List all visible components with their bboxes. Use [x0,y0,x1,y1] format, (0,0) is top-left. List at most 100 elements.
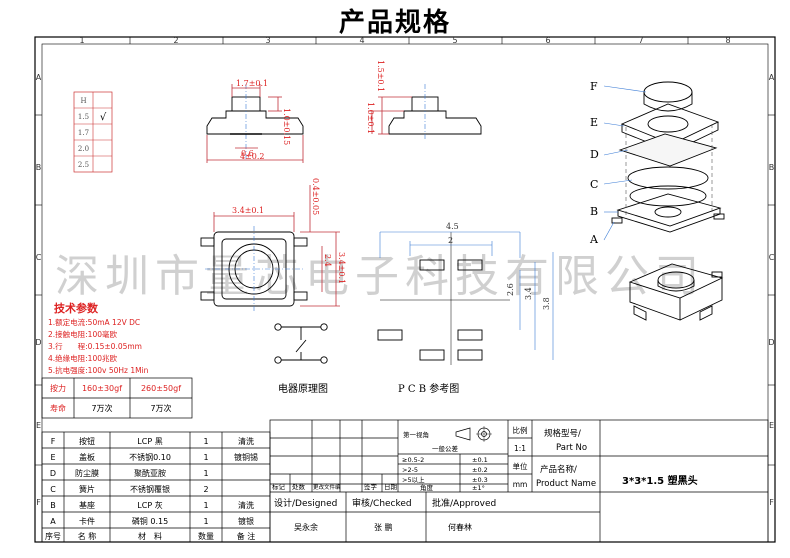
bom-mat: 聚酰亚胺 [134,468,166,478]
height-cell: 1.5 [78,113,89,121]
designer: 吴永余 [294,522,318,532]
page-title: 产品规格 [338,8,451,38]
part-letter: D [590,148,599,161]
row-label: E [769,421,774,430]
checked-label: 审核/Checked [352,497,412,509]
bom-header-note: 备 注 [237,531,256,541]
life-label: 寿命 [50,403,66,413]
unit-value: mm [513,480,528,489]
bom-qty: 2 [203,485,208,494]
schematic-caption: 电器原理图 [278,382,328,395]
bom-name: 盖板 [79,452,95,462]
bom-qty: 1 [203,453,208,462]
part-no-label-en: Part No [556,443,587,453]
rev-header: 处数 [292,482,306,491]
row-label: B [769,163,775,172]
product-name-label: 产品名称/ [540,464,577,475]
col-label: 2 [173,36,178,45]
rev-header: 标记 [272,482,286,491]
tech-line: 3.行 程:0.15±0.05mm [48,341,142,351]
checker: 张 鹏 [374,522,393,532]
row-label: B [36,163,42,172]
bom-mat: LCP 灰 [137,500,162,510]
dim-base-sub: 0.6 [241,149,254,158]
dim-base-w: 4±0.2 [240,152,265,161]
bom-note: 清洗 [238,500,254,510]
scale-value: 1:1 [514,444,526,453]
height-cell: 2.0 [78,145,89,153]
side-view [368,84,482,140]
dim-side-h1: 1.5±0.1 [376,60,385,92]
part-letter: B [590,205,598,218]
schematic [274,323,328,364]
unit-label: 单位 [513,461,528,471]
part-letter: F [590,80,598,93]
bom-id: D [50,469,56,478]
height-cell: 1.7 [78,129,89,137]
part-letter: E [590,116,598,129]
bom-header-mat: 材 料 [138,531,162,541]
force-label: 按力 [50,383,66,393]
scale-label: 比例 [513,425,528,435]
col-label: 3 [265,36,270,45]
tech-line: 4.绝缘电阻:100兆欧 [48,353,117,363]
tol-value: ±1° [472,484,485,492]
row-label: E [36,421,41,430]
force-v2: 260±50gf [141,384,181,393]
row-label: F [36,498,41,507]
title-block [269,419,769,543]
bom-header-qty: 数量 [198,531,214,541]
col-label: 1 [79,36,84,45]
force-table [41,377,193,419]
bom-name: 卡件 [79,516,95,526]
col-label: 8 [725,36,730,45]
bom-mat: LCP 黑 [137,437,162,446]
row-label: A [769,73,775,82]
product-name: 3*3*1.5 塑黑头 [622,474,698,487]
watermark: 深圳市量芯电子科技有限公司 [55,251,705,302]
dim-pcb-w: 4.5 [446,222,459,231]
col-label: 6 [545,36,550,45]
approved-label: 批准/Approved [432,497,496,509]
assembled-view [628,263,724,321]
bom-mat: 磷铜 0.15 [132,516,168,526]
bom-header-id: 序号 [45,531,61,541]
height-table: H 1.5 1.7 2.0 2.5 √ [73,91,113,173]
row-label: C [36,253,42,262]
bom-id: C [50,485,56,494]
col-label: 4 [359,36,364,45]
bom-name: 簧片 [79,484,95,494]
height-cell: 2.5 [78,161,89,169]
bom-id: F [51,437,56,446]
col-label: 7 [638,36,643,45]
tol-value: ±0.1 [472,456,488,464]
projection-label: 第一视角 [403,430,429,439]
plan-view [200,185,340,312]
tech-line: 1.额定电流:50mA 12V DC [48,317,140,327]
height-cell: H [80,97,86,105]
dim-pcb-h1: 2.6 [506,283,515,296]
tol-value: ±0.2 [472,466,488,474]
pcb-view [377,231,554,365]
approver: 何春林 [448,522,472,532]
tech-line: 2.接触电阻:100毫欧 [48,329,117,339]
bom-note: 镀银 [238,516,254,526]
check-mark: √ [100,112,107,123]
bom-mat: 不锈钢覆银 [130,484,170,494]
bom-qty: 1 [203,501,208,510]
force-v1: 160±30gf [82,384,122,393]
dim-top-h: 1.0±0.15 [282,108,291,145]
rev-header: 签字 [364,482,378,491]
bom-note: 镀铜锡 [234,452,258,462]
life-v1: 7万次 [91,403,112,413]
dim-plan-hw: 0.4±0.05 [311,178,320,215]
row-label: A [36,73,42,82]
designed-label: 设计/Designed [274,497,337,509]
row-label: C [769,253,775,262]
part-letter: A [589,233,599,246]
tech-line: 5.抗电强度:100v 50Hz 1Min [48,365,149,375]
life-v2: 7万次 [150,403,171,413]
bom-id: B [50,501,56,510]
front-view [206,84,304,163]
